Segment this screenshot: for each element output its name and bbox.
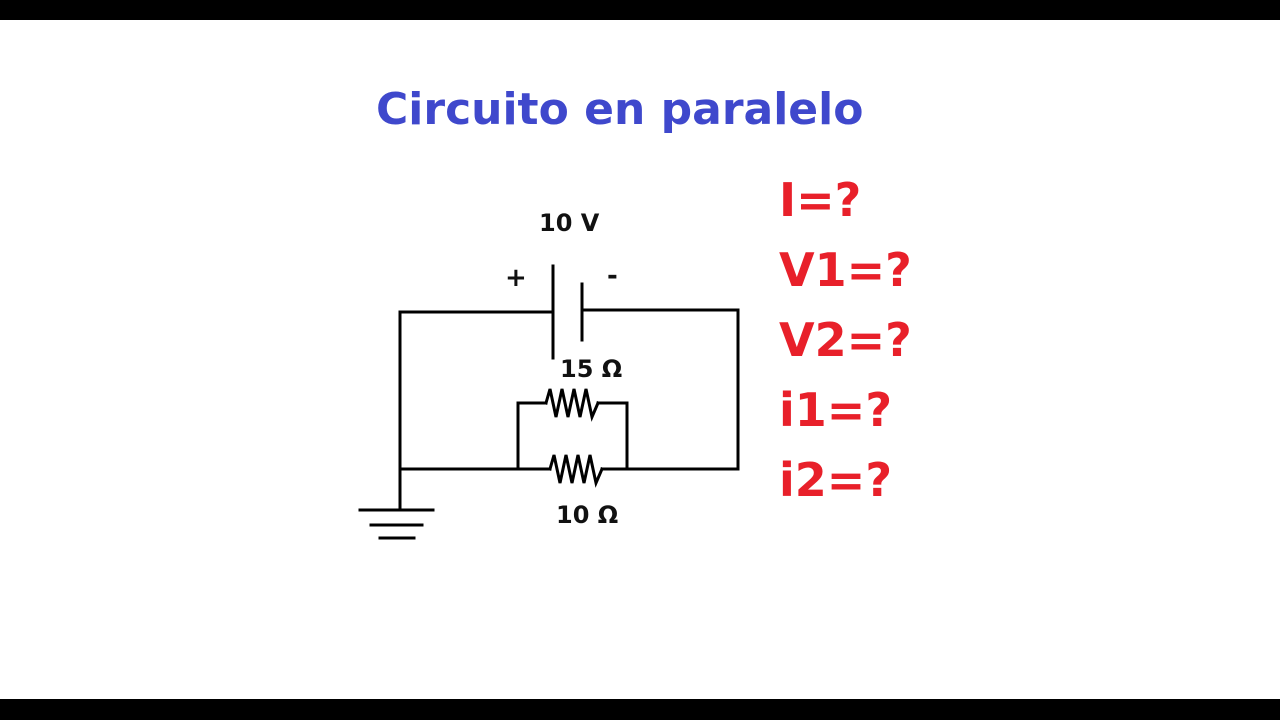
unknown-i1: i1=? — [779, 383, 893, 437]
resistor-15-ohm — [544, 388, 600, 422]
resistor-15-label: 15 Ω — [560, 355, 622, 383]
slide: Circuito en paralelo — [0, 20, 1280, 699]
letterbox-bottom — [0, 699, 1280, 720]
battery-voltage-label: 10 V — [539, 209, 600, 237]
letterbox-top — [0, 0, 1280, 20]
unknown-v1: V1=? — [779, 243, 912, 297]
unknown-total-current: I=? — [779, 173, 862, 227]
unknowns-list: I=? V1=? V2=? i1=? i2=? — [779, 172, 912, 522]
resistor-10-label: 10 Ω — [556, 501, 618, 529]
unknown-i2: i2=? — [779, 453, 893, 507]
parallel-circuit-diagram: 10 V + - 15 Ω 10 Ω — [358, 209, 740, 540]
resistor-10-ohm — [548, 454, 604, 488]
battery-positive-label: + — [505, 263, 527, 293]
slide-title: Circuito en paralelo — [376, 84, 864, 135]
unknown-v2: V2=? — [779, 313, 912, 367]
battery-negative-label: - — [607, 261, 618, 291]
